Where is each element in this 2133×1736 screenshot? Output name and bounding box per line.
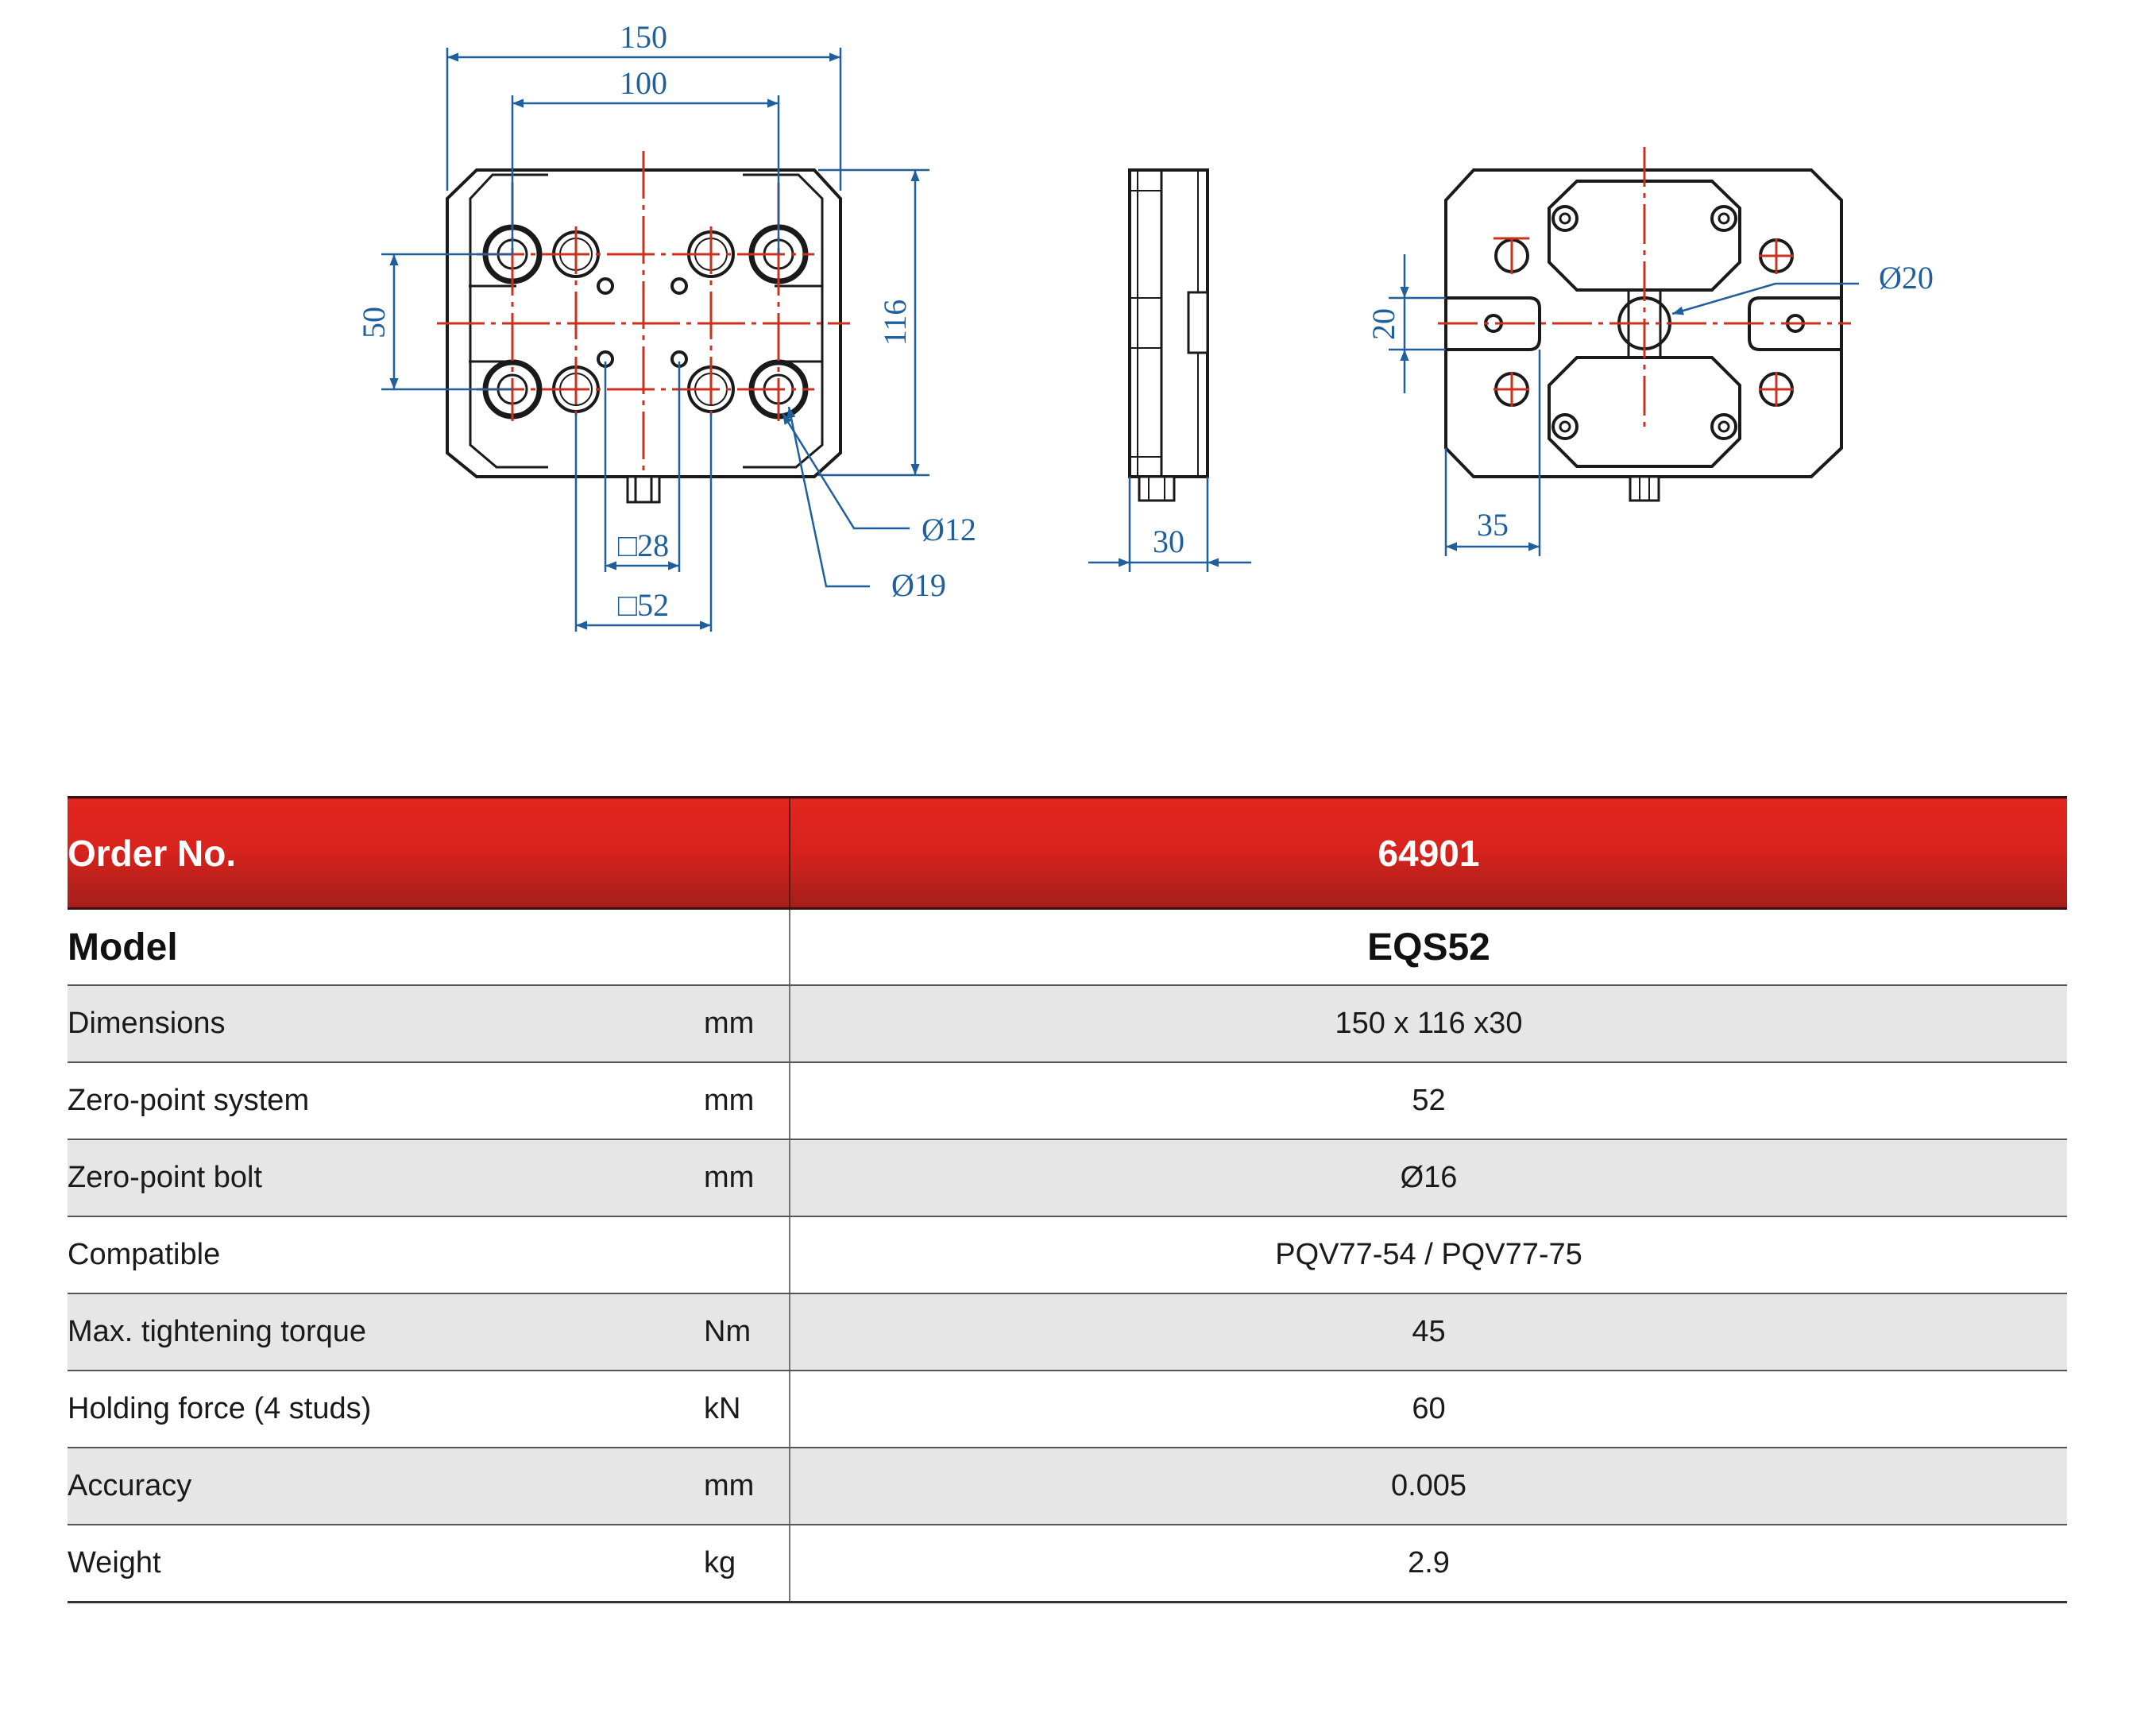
dim-height-116: 116	[877, 300, 913, 346]
dim-diameter-12: Ø12	[922, 512, 976, 547]
model-row: Model EQS52	[68, 908, 2067, 986]
order-number-row: Order No. 64901	[68, 796, 2067, 910]
front-plate-outline	[446, 168, 842, 478]
dim-height-20: 20	[1366, 308, 1401, 340]
table-row: Compatible PQV77-54 / PQV77-75	[68, 1216, 2067, 1294]
model-value: EQS52	[789, 908, 2067, 986]
dim-height-50: 50	[356, 307, 392, 338]
dim-square-28: □28	[618, 528, 669, 563]
spec-table: Order No. 64901 Model EQS52 Dimensions m…	[68, 796, 2067, 1603]
table-row: Zero-point bolt mm Ø16	[68, 1139, 2067, 1217]
row-label: Weight	[68, 1525, 704, 1603]
dim-thickness-30: 30	[1153, 524, 1184, 559]
table-row: Accuracy mm 0.005	[68, 1448, 2067, 1525]
row-value: 0.005	[789, 1448, 2067, 1525]
row-label: Accuracy	[68, 1448, 704, 1525]
front-dimension-lines	[381, 48, 929, 632]
row-value: Ø16	[789, 1139, 2067, 1217]
model-label: Model	[68, 908, 790, 986]
table-row: Zero-point system mm 52	[68, 1062, 2067, 1140]
dim-width-100: 100	[620, 65, 667, 101]
row-label: Zero-point system	[68, 1062, 704, 1140]
front-bottom-connector	[626, 475, 661, 504]
row-unit: mm	[704, 1139, 790, 1217]
row-label: Zero-point bolt	[68, 1139, 704, 1217]
row-label: Holding force (4 studs)	[68, 1371, 704, 1448]
row-unit: mm	[704, 985, 790, 1063]
dim-square-52: □52	[618, 587, 669, 623]
row-label: Max. tightening torque	[68, 1293, 704, 1371]
front-plate-inner-left	[469, 173, 548, 469]
table-row: Dimensions mm 150 x 116 x30	[68, 985, 2067, 1063]
bottom-view: 20 35 Ø20	[1366, 147, 1934, 556]
row-unit: mm	[704, 1062, 790, 1140]
row-unit: Nm	[704, 1293, 790, 1371]
order-number-label: Order No.	[68, 796, 790, 910]
table-row: Max. tightening torque Nm 45	[68, 1293, 2067, 1371]
row-value: 45	[789, 1293, 2067, 1371]
row-value: 2.9	[789, 1525, 2067, 1603]
dim-width-35: 35	[1477, 507, 1509, 543]
order-number-value: 64901	[789, 796, 2067, 910]
front-view: 150 100 116 50 □28 □52 Ø12 Ø19	[356, 19, 976, 632]
side-view: 30	[1088, 168, 1251, 572]
row-unit	[704, 1216, 790, 1294]
technical-drawing: 150 100 116 50 □28 □52 Ø12 Ø19 30	[356, 19, 1934, 632]
dim-diameter-19: Ø19	[891, 567, 946, 603]
row-value: 150 x 116 x30	[789, 985, 2067, 1063]
row-value: PQV77-54 / PQV77-75	[789, 1216, 2067, 1294]
front-plate-inner-right	[743, 173, 824, 469]
row-label: Compatible	[68, 1216, 704, 1294]
row-unit: mm	[704, 1448, 790, 1525]
table-row: Weight kg 2.9	[68, 1525, 2067, 1603]
row-value: 60	[789, 1371, 2067, 1448]
row-unit: kN	[704, 1371, 790, 1448]
row-label: Dimensions	[68, 985, 704, 1063]
dim-width-150: 150	[620, 19, 667, 55]
front-holes	[482, 224, 809, 420]
row-value: 52	[789, 1062, 2067, 1140]
front-centerlines	[437, 151, 850, 493]
table-row: Holding force (4 studs) kN 60	[68, 1371, 2067, 1448]
row-unit: kg	[704, 1525, 790, 1603]
dim-diameter-20: Ø20	[1879, 260, 1934, 296]
